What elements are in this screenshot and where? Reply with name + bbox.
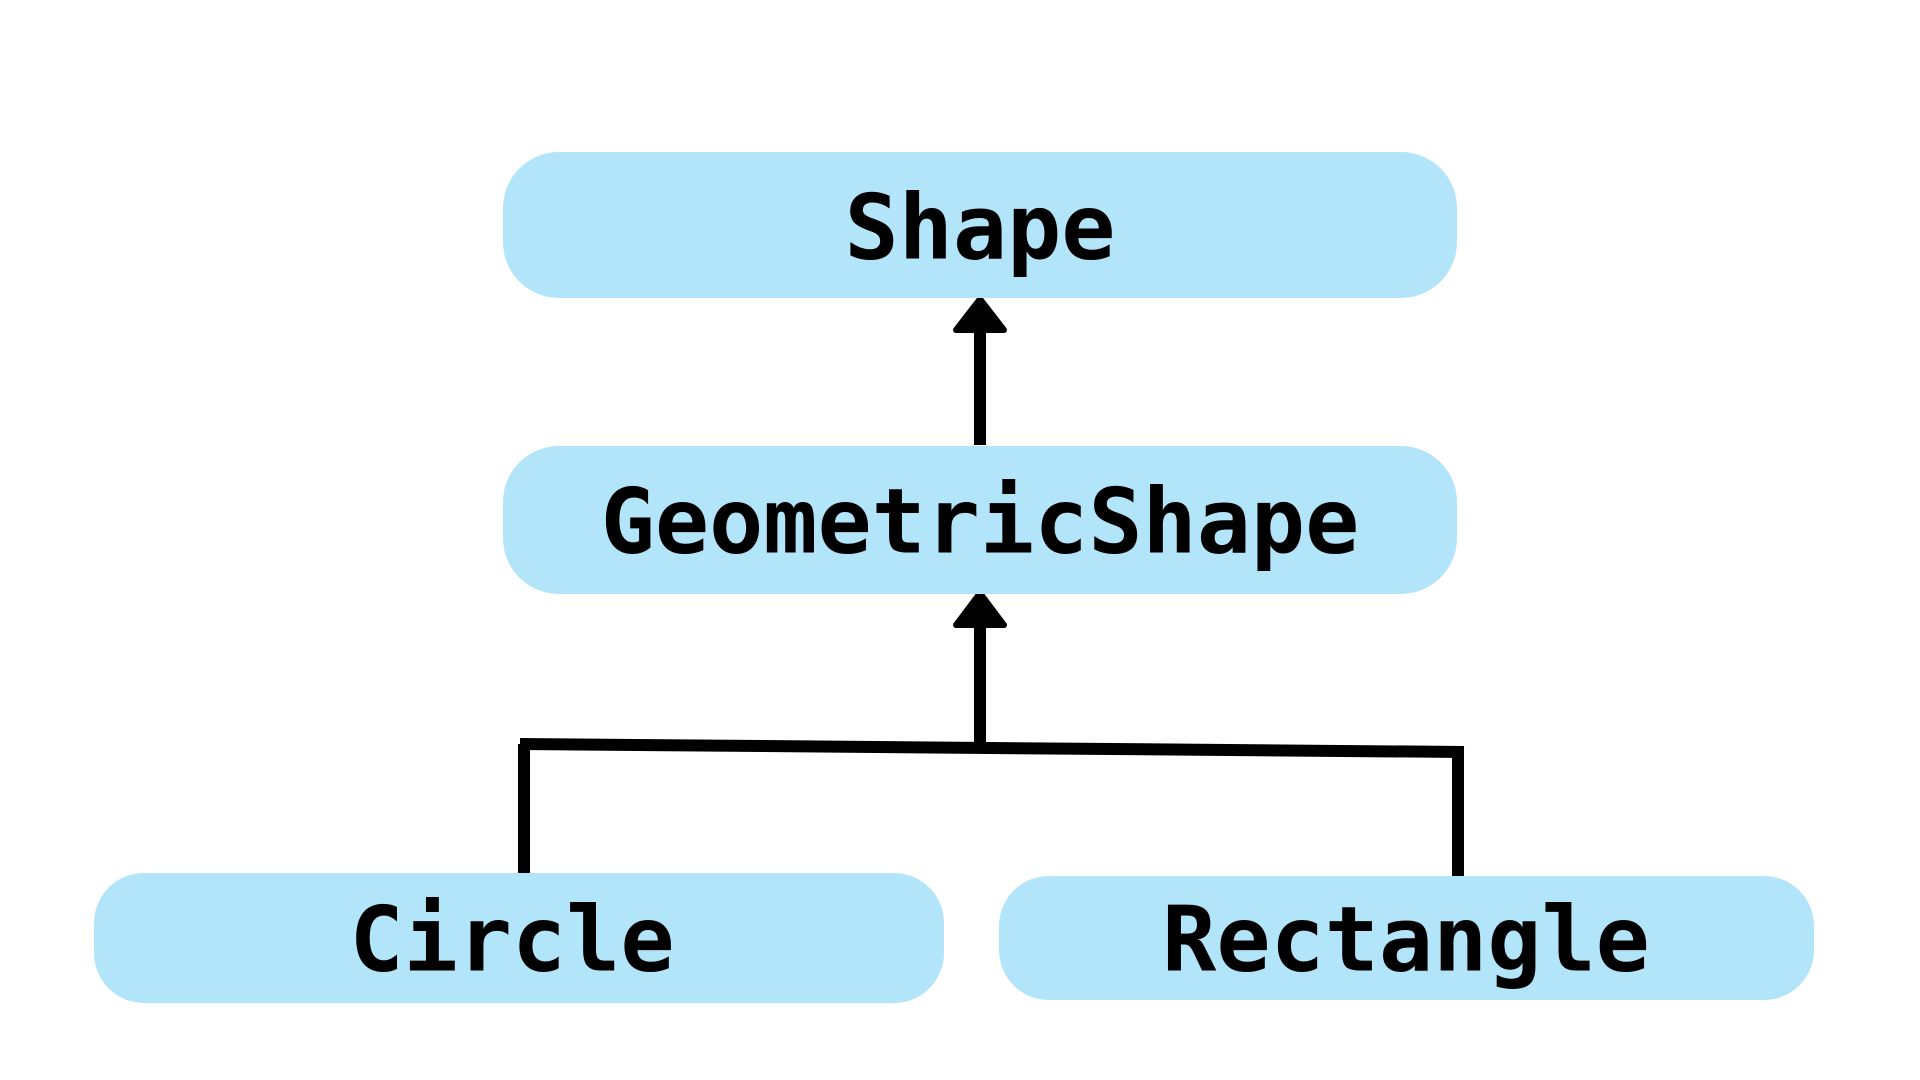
node-box-circle (94, 873, 944, 1003)
node-rectangle: Rectangle (999, 876, 1814, 1000)
node-label-shape: Shape (845, 176, 1116, 281)
node-box-shape (503, 152, 1457, 298)
node-label-rectangle: Rectangle (1162, 888, 1650, 993)
node-geometric-shape: GeometricShape (503, 446, 1457, 594)
arrowhead-to-geometricshape (953, 590, 1007, 628)
node-label-geometric-shape: GeometricShape (601, 470, 1360, 575)
node-circle: Circle (94, 873, 944, 1003)
node-box-geometric-shape (503, 446, 1457, 594)
node-shape: Shape (503, 152, 1457, 298)
node-label-circle: Circle (349, 888, 674, 993)
node-box-rectangle (999, 876, 1814, 1000)
arrowhead-to-shape (953, 296, 1007, 333)
connector-horizontal-bar (519, 738, 1465, 758)
connectors (518, 325, 1465, 876)
